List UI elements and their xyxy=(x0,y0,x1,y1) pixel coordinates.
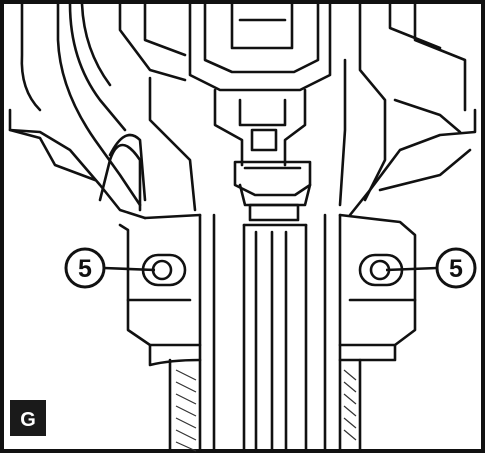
figure-label: G xyxy=(20,409,36,431)
left-screw-icon xyxy=(141,253,187,287)
callout-left: 5 xyxy=(64,247,106,289)
callout-left-number: 5 xyxy=(78,255,92,283)
lower-housing xyxy=(118,213,417,367)
driver-mechanism xyxy=(188,2,332,222)
callout-right-number: 5 xyxy=(449,255,463,283)
left-leader-line xyxy=(103,266,156,272)
callout-right: 5 xyxy=(435,247,477,289)
magazine-nose xyxy=(198,213,342,453)
right-housing xyxy=(338,2,477,217)
right-screw-icon xyxy=(358,253,404,287)
right-leader-line xyxy=(385,266,438,272)
grip xyxy=(168,358,362,453)
grip-texture xyxy=(175,369,357,452)
figure-label-badge: G xyxy=(10,400,46,436)
left-housing xyxy=(8,2,197,220)
